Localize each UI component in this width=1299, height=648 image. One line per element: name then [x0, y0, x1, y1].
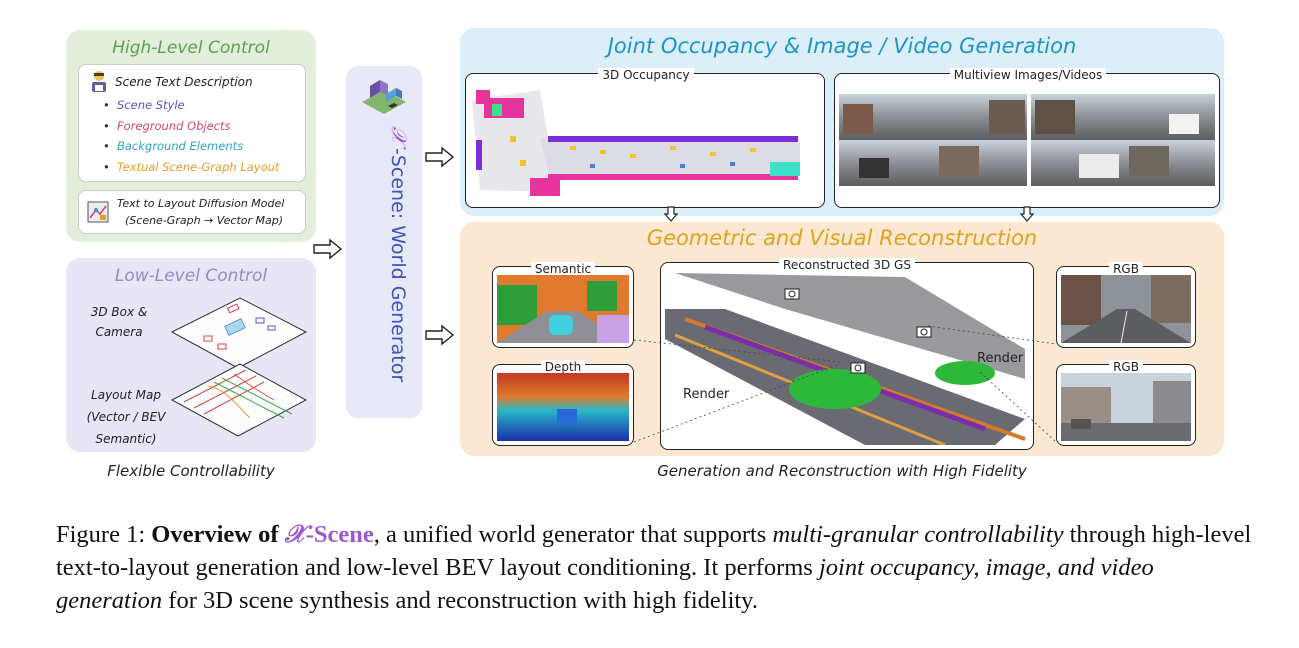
generation-reconstruction-caption: Generation and Reconstruction with High … — [460, 462, 1224, 480]
world-generator-panel: 𝒳 -Scene: World Generator — [346, 66, 422, 418]
scene-text-description-box: Scene Text Description Scene Style Foreg… — [78, 64, 306, 182]
scene-item-style: Scene Style — [103, 95, 279, 116]
occupancy-voxel-render — [470, 80, 820, 204]
caption-prefix: Figure 1: — [56, 521, 151, 548]
occupancy-frame: 3D Occupancy — [465, 73, 825, 208]
caption-bold-overview: Overview of — [151, 521, 284, 548]
figure-caption: Figure 1: Overview of 𝒳-Scene, a unified… — [56, 518, 1256, 617]
multiview-image-4 — [1031, 140, 1215, 186]
scene-item-layout: Textual Scene-Graph Layout — [103, 157, 279, 178]
box-camera-label: 3D Box & Camera — [84, 302, 154, 342]
diagram-map-icon — [87, 201, 109, 223]
caption-italic-1: multi-granular controllability — [772, 521, 1063, 548]
reconstruction-panel: Geometric and Visual Reconstruction Sema… — [460, 222, 1224, 456]
generator-name: -Scene: World Generator — [387, 148, 409, 382]
caption-part-3: for 3D scene synthesis and reconstructio… — [162, 587, 758, 614]
scene-item-foreground: Foreground Objects — [103, 116, 279, 137]
box-camera-line-2: Camera — [84, 322, 154, 342]
scene-text-description-title: Scene Text Description — [115, 75, 253, 89]
caption-bold-symbol: 𝒳 — [285, 521, 306, 548]
right-arrow-icon — [425, 146, 455, 168]
layout-model-subtitle: (Scene-Graph → Vector Map) — [125, 214, 283, 227]
down-arrow-icon — [664, 206, 678, 222]
down-arrow-icon — [1020, 206, 1034, 222]
caption-bold-scene: -Scene — [306, 521, 374, 548]
layout-map-plane-illustration — [164, 358, 314, 442]
caption-part-1: , a unified world generator that support… — [374, 521, 773, 548]
layout-model-title: Text to Layout Diffusion Model — [117, 197, 284, 210]
flexible-controllability-caption: Flexible Controllability — [66, 462, 316, 480]
joint-generation-panel: Joint Occupancy & Image / Video Generati… — [460, 28, 1224, 216]
multiview-images — [839, 94, 1215, 186]
multiview-label-wrap: Multiview Images/Videos — [835, 64, 1221, 83]
multiview-label: Multiview Images/Videos — [950, 68, 1107, 82]
low-level-control-panel: Low-Level Control 3D Box & Camera Layout… — [66, 258, 316, 452]
generator-symbol: 𝒳 — [387, 126, 411, 150]
render-connector-lines — [460, 222, 1224, 456]
joint-generation-title: Joint Occupancy & Image / Video Generati… — [460, 34, 1224, 58]
right-arrow-icon — [313, 238, 343, 260]
person-reading-icon — [87, 69, 111, 95]
text-to-layout-model-box: Text to Layout Diffusion Model (Scene-Gr… — [78, 190, 306, 234]
high-level-control-panel: High-Level Control Scene Text Descriptio… — [66, 30, 316, 242]
high-level-control-title: High-Level Control — [66, 38, 316, 58]
scene-text-items: Scene Style Foreground Objects Backgroun… — [103, 95, 279, 177]
layout-map-line-3: Semantic) — [76, 428, 176, 450]
world-generator-title: 𝒳 -Scene: World Generator — [346, 66, 422, 418]
box-camera-line-1: 3D Box & — [84, 302, 154, 322]
right-arrow-icon — [425, 324, 455, 346]
multiview-frame: Multiview Images/Videos — [834, 73, 1220, 208]
layout-map-label: Layout Map (Vector / BEV Semantic) — [76, 384, 176, 450]
low-level-control-title: Low-Level Control — [66, 266, 316, 286]
scene-item-background: Background Elements — [103, 136, 279, 157]
layout-map-line-1: Layout Map — [76, 384, 176, 406]
layout-map-line-2: (Vector / BEV — [76, 406, 176, 428]
